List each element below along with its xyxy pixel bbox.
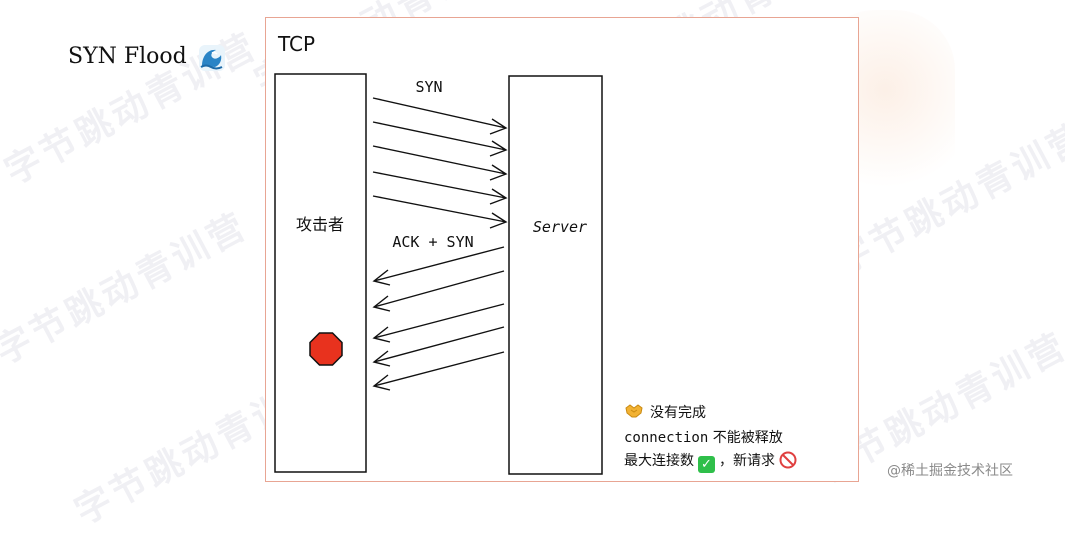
attacker-label: 攻击者: [296, 215, 344, 234]
watermark: 字节跳动青训营: [0, 205, 255, 373]
note-not-completed: 没有完成: [650, 405, 706, 421]
tcp-panel: TCP 攻击者 Server SYN ACK + SYN: [265, 17, 859, 482]
attacker-box: [274, 73, 367, 473]
syn-arrow: [372, 171, 508, 205]
note-cannot-release: 不能被释放: [708, 430, 783, 446]
syn-arrow: [372, 145, 508, 181]
handshake-icon: [625, 404, 643, 418]
syn-flood-diagram: 攻击者 Server SYN ACK + SYN: [274, 73, 603, 475]
syn-arrow: [372, 195, 508, 229]
ack-syn-arrow: [372, 351, 505, 391]
ack-syn-arrow: [372, 303, 505, 343]
wave-icon: [199, 45, 225, 71]
syn-arrow: [372, 97, 508, 135]
panel-title: TCP: [278, 32, 316, 56]
note-line-2: connection 不能被释放: [624, 427, 783, 447]
prohibited-icon: [779, 451, 797, 469]
server-label: Server: [533, 218, 587, 236]
server-box: [508, 75, 603, 475]
ack-syn-arrow: [372, 270, 505, 312]
note-max-connections: 最大连接数: [624, 453, 694, 469]
slide-title: SYN Flood: [68, 44, 187, 69]
note-line-3: 最大连接数✓，新请求: [624, 450, 797, 473]
ack-syn-arrow: [372, 326, 505, 367]
syn-label: SYN: [415, 78, 442, 96]
ack-syn-arrow: [372, 246, 505, 286]
note-new-request: ，新请求: [719, 453, 775, 469]
note-connection: connection: [624, 430, 709, 446]
ack-syn-label: ACK + SYN: [392, 233, 473, 251]
note-line-1: 没有完成: [624, 402, 706, 422]
credit-watermark: @稀土掘金技术社区: [887, 463, 1013, 479]
syn-arrows: [372, 97, 508, 229]
ack-syn-arrows: [372, 246, 505, 391]
stop-sign-icon: [309, 332, 343, 366]
syn-arrow: [372, 121, 508, 157]
check-icon: ✓: [698, 456, 715, 473]
